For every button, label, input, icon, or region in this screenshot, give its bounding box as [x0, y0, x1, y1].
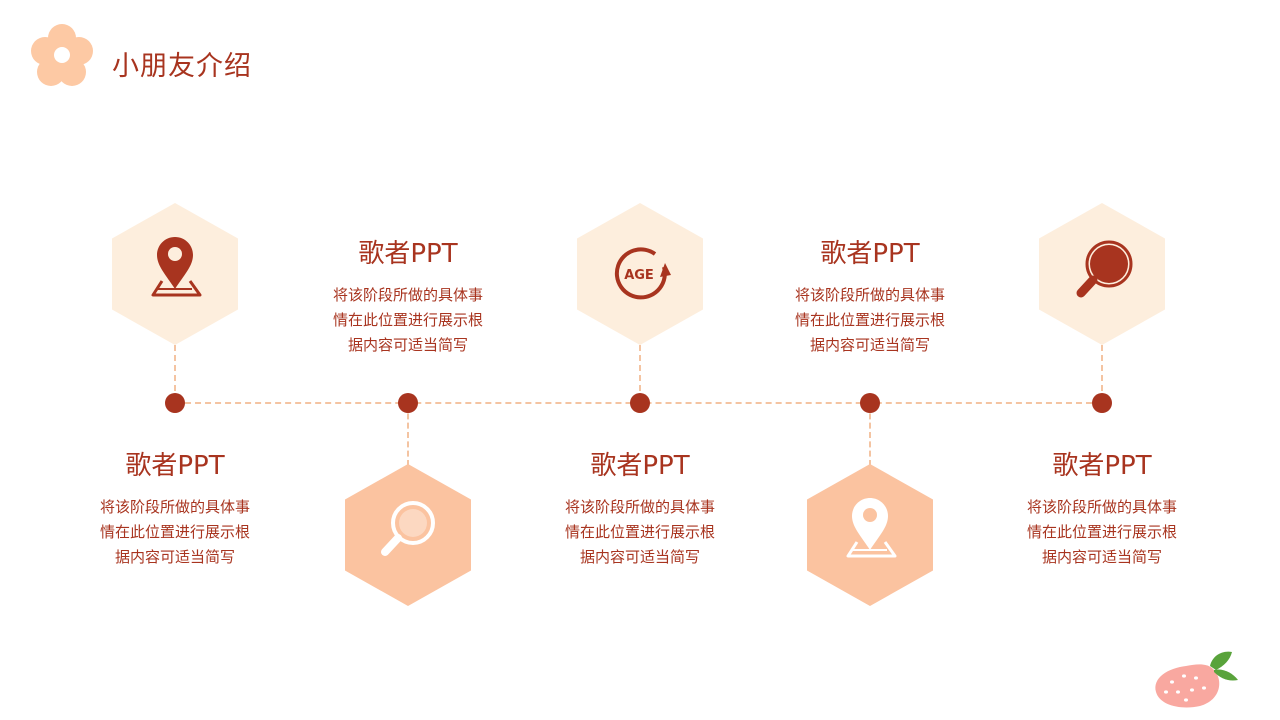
hexagon-card [1039, 203, 1165, 345]
description-line: 据内容可适当简写 [579, 548, 700, 566]
item-heading: 歌者PPT [125, 451, 225, 481]
search-icon [381, 501, 435, 556]
timeline-connector [869, 404, 871, 466]
hexagon-card [807, 464, 933, 606]
timeline-dot [398, 393, 418, 413]
description-line: 情在此位置进行展示根 [332, 311, 483, 329]
description-line: 将该阶段所做的具体事 [794, 286, 945, 304]
item-description: 将该阶段所做的具体事 情在此位置进行展示根 据内容可适当简写 [982, 495, 1222, 570]
description-line: 据内容可适当简写 [809, 336, 930, 354]
hexagon-card [345, 464, 471, 606]
description-line: 将该阶段所做的具体事 [564, 498, 715, 516]
hexagon-card: AGE [577, 203, 703, 345]
description-line: 据内容可适当简写 [114, 548, 235, 566]
item-description: 将该阶段所做的具体事 情在此位置进行展示根 据内容可适当简写 [288, 283, 528, 358]
search-icon [1076, 240, 1133, 298]
description-line: 情在此位置进行展示根 [564, 523, 715, 541]
description-line: 情在此位置进行展示根 [1026, 523, 1177, 541]
flower-logo-icon [28, 22, 96, 94]
description-line: 将该阶段所做的具体事 [1026, 498, 1177, 516]
description-line: 据内容可适当简写 [347, 336, 468, 354]
item-heading: 歌者PPT [590, 451, 690, 481]
description-line: 据内容可适当简写 [1041, 548, 1162, 566]
map-pin-icon [846, 498, 897, 558]
item-description: 将该阶段所做的具体事 情在此位置进行展示根 据内容可适当简写 [750, 283, 990, 358]
description-line: 将该阶段所做的具体事 [99, 498, 250, 516]
item-heading: 歌者PPT [820, 239, 920, 269]
description-line: 情在此位置进行展示根 [99, 523, 250, 541]
timeline-connector [1101, 345, 1103, 401]
timeline-connector [174, 345, 176, 401]
timeline-dot [165, 393, 185, 413]
timeline-dot [860, 393, 880, 413]
item-heading: 歌者PPT [1052, 451, 1152, 481]
item-description: 将该阶段所做的具体事 情在此位置进行展示根 据内容可适当简写 [55, 495, 295, 570]
timeline-dot [630, 393, 650, 413]
hexagon-card [112, 203, 238, 345]
page-title: 小朋友介绍 [112, 51, 252, 82]
svg-text:AGE: AGE [624, 268, 654, 283]
item-description: 将该阶段所做的具体事 情在此位置进行展示根 据内容可适当简写 [520, 495, 760, 570]
age-icon: AGE [614, 247, 671, 300]
strawberry-icon [1152, 648, 1244, 714]
timeline-connector [407, 404, 409, 466]
item-heading: 歌者PPT [358, 239, 458, 269]
map-pin-icon [151, 237, 202, 297]
timeline-connector [639, 345, 641, 401]
timeline-dot [1092, 393, 1112, 413]
description-line: 将该阶段所做的具体事 [332, 286, 483, 304]
description-line: 情在此位置进行展示根 [794, 311, 945, 329]
